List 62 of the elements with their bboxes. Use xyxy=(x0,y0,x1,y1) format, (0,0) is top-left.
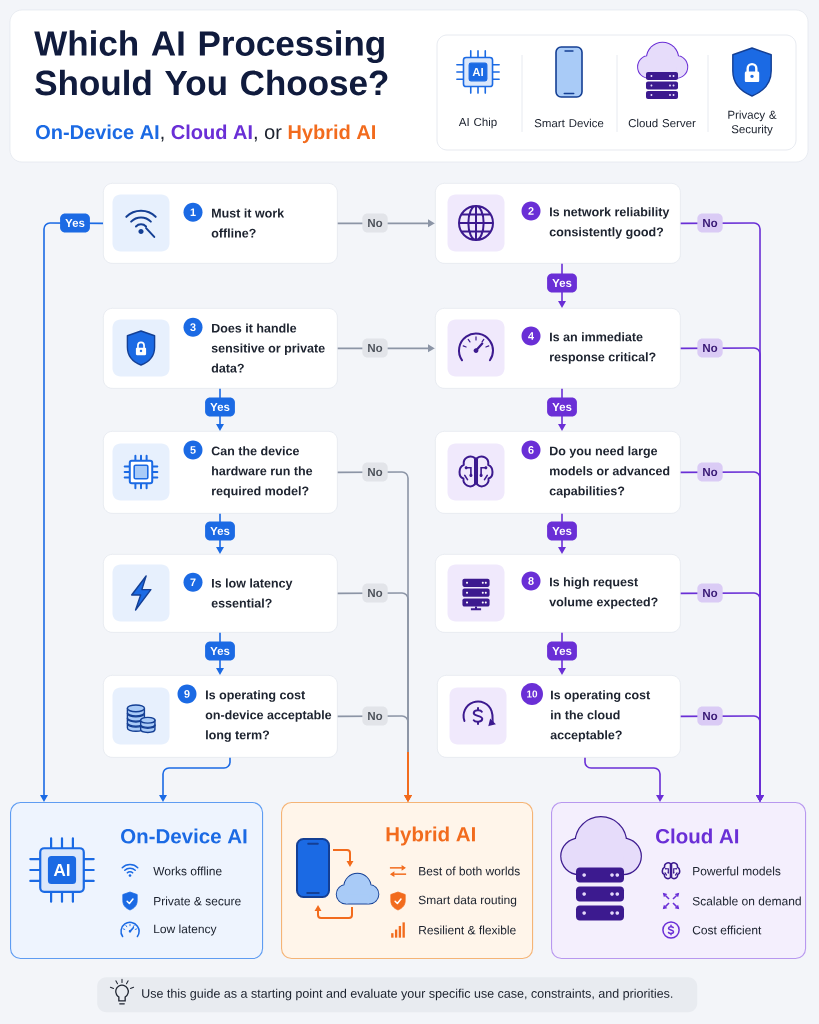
question-box xyxy=(103,183,338,264)
number-badge: 8 xyxy=(521,571,541,591)
number-badge: 10 xyxy=(521,683,543,705)
question-box xyxy=(103,675,338,758)
outcome-box xyxy=(10,802,264,960)
feature-text: Private & secure xyxy=(154,896,241,906)
chip-label: AI xyxy=(53,864,70,876)
label: Hybrid AI xyxy=(288,124,375,144)
number-badge: 7 xyxy=(183,572,203,592)
title: Which AI Processing Should You Choose? xyxy=(34,30,388,96)
legend-label: Cloud Server xyxy=(628,118,696,128)
question-text: Does it handle sensitive or private data? xyxy=(211,323,325,373)
edge-label: No xyxy=(697,213,723,233)
question-box xyxy=(103,431,338,514)
question-text: Is operating cost on-device acceptable long term? xyxy=(205,690,332,742)
feature-text: Best of both worlds xyxy=(419,866,520,876)
number-badge: 6 xyxy=(521,440,541,460)
subtitle: On-Device AI, Cloud AI, or Hybrid AI xyxy=(36,124,375,144)
feature-text: Cost efficient xyxy=(692,925,762,935)
number-badge: 9 xyxy=(177,684,197,704)
outcome-title: Cloud AI xyxy=(656,828,739,844)
number-badge: 4 xyxy=(521,326,541,346)
edge-label: No xyxy=(362,213,388,233)
question-text: Is network reliability consistently good? xyxy=(549,207,670,239)
chip-label: AI xyxy=(472,68,483,76)
legend-label: Privacy & Security xyxy=(728,110,777,136)
question-text: Is operating cost in the cloud acceptable? xyxy=(550,690,651,742)
label: Cloud AI xyxy=(171,124,252,140)
label: , or xyxy=(254,128,282,142)
question-box xyxy=(103,308,338,389)
number-badge: 1 xyxy=(183,202,203,222)
question-box xyxy=(435,431,681,514)
question-box xyxy=(435,554,681,633)
question-text: Is high request volume expected? xyxy=(549,577,658,609)
question-box xyxy=(437,675,681,758)
question-text: Is an immediate response critical? xyxy=(550,332,656,364)
feature-text: Scalable on demand xyxy=(692,896,801,906)
outcome-box xyxy=(551,802,807,960)
legend-label: AI Chip xyxy=(458,117,497,129)
label: , xyxy=(161,136,164,142)
edge-label: Yes xyxy=(60,213,90,233)
feature-text: Smart data routing xyxy=(418,895,517,907)
question-box xyxy=(103,554,338,633)
question-text: Do you need large models or advanced capabilities? xyxy=(549,446,670,498)
feature-text: Works offline xyxy=(153,866,222,876)
question-text: Is low latency essential? xyxy=(211,578,293,608)
legend-label: Smart Device xyxy=(534,118,604,128)
question-box xyxy=(435,183,681,264)
label: On-Device AI xyxy=(36,124,159,140)
number-badge: 3 xyxy=(183,317,203,337)
question-text: Can the device hardware run the required model? xyxy=(211,446,313,498)
question-text: Must it work offline? xyxy=(211,208,285,238)
feature-text: Resilient & flexible xyxy=(419,925,516,935)
feature-text: Low latency xyxy=(154,924,217,936)
feature-text: Powerful models xyxy=(693,866,781,876)
outcome-title: On-Device AI xyxy=(121,828,247,844)
number-badge: 5 xyxy=(183,440,203,460)
outcome-title: Hybrid AI xyxy=(386,826,475,846)
question-box xyxy=(435,308,681,389)
outcome-box xyxy=(281,802,534,960)
number-badge: 2 xyxy=(521,201,541,221)
note-banner: Use this guide as a starting point and evaluate your specific use case, constraints, and priorities. xyxy=(97,977,698,1013)
